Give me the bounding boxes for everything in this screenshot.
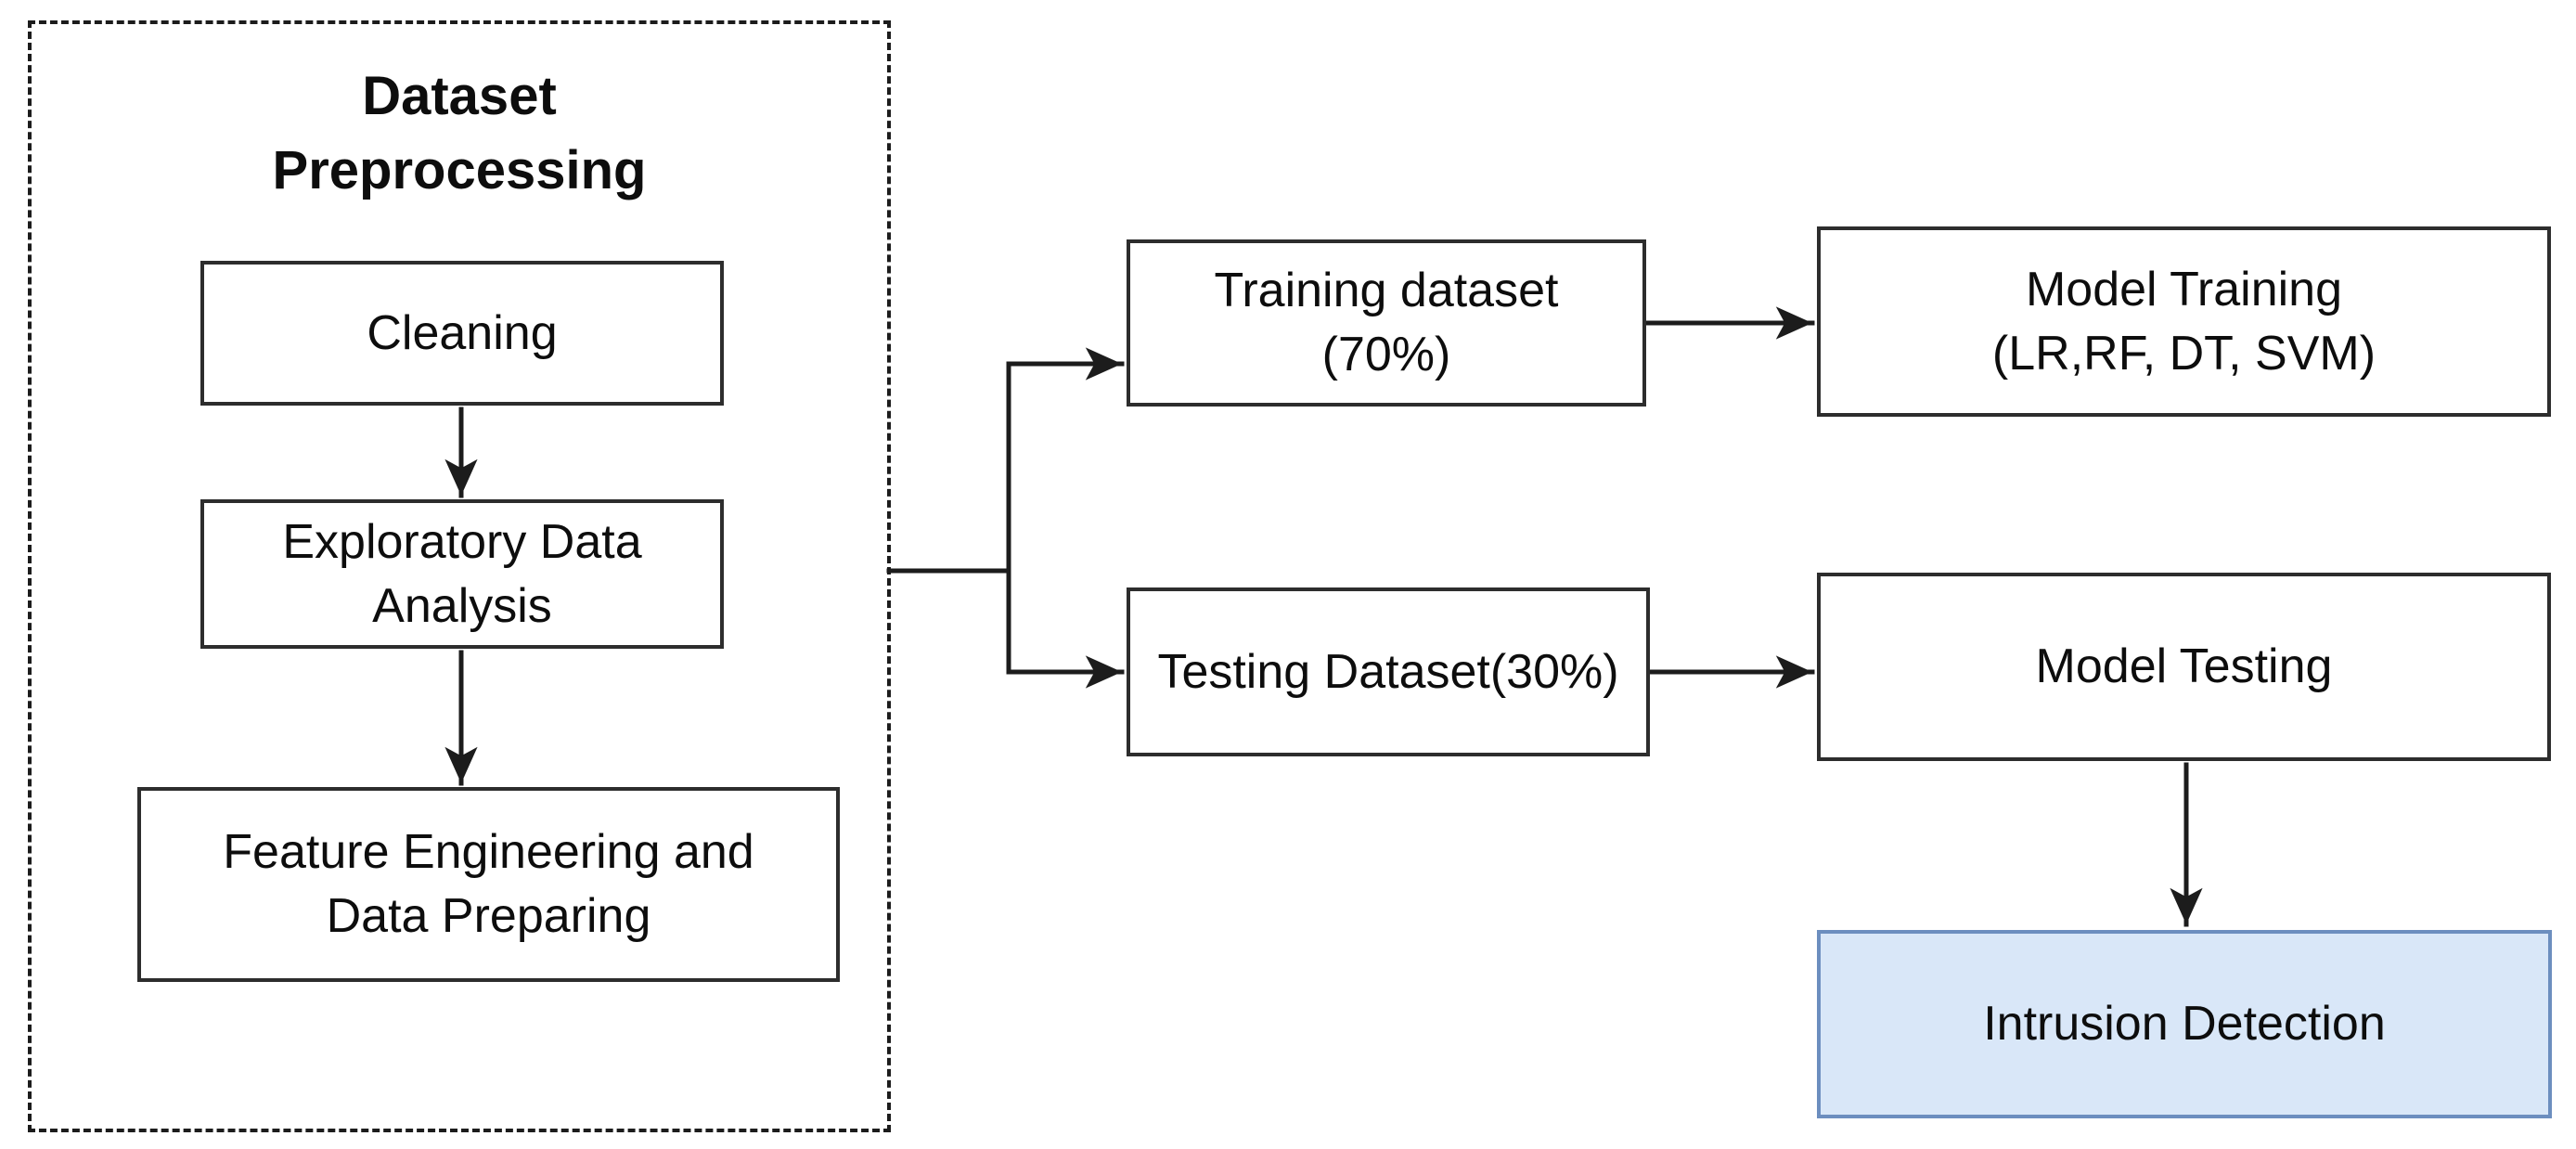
node-feature-engineering: Feature Engineering and Data Preparing [137, 787, 840, 982]
node-intrusion-detection: Intrusion Detection [1817, 930, 2552, 1118]
node-exploratory-data-analysis-label: Exploratory Data Analysis [282, 514, 642, 633]
node-model-training: Model Training (LR,RF, DT, SVM) [1817, 226, 2551, 417]
node-feature-engineering-label: Feature Engineering and Data Preparing [223, 825, 754, 943]
node-testing-dataset-label: Testing Dataset(30%) [1157, 644, 1619, 699]
node-testing-dataset: Testing Dataset(30%) [1127, 587, 1650, 756]
node-exploratory-data-analysis: Exploratory Data Analysis [200, 499, 724, 649]
dataset-preprocessing-group [28, 20, 891, 1132]
node-training-dataset: Training dataset (70%) [1127, 239, 1646, 407]
node-model-training-label: Model Training (LR,RF, DT, SVM) [1991, 262, 2376, 381]
node-model-testing: Model Testing [1817, 573, 2551, 761]
dataset-preprocessing-title: Dataset Preprocessing [272, 66, 647, 201]
node-cleaning: Cleaning [200, 261, 724, 406]
node-cleaning-label: Cleaning [367, 305, 558, 360]
node-model-testing-label: Model Testing [2035, 639, 2333, 694]
node-intrusion-detection-label: Intrusion Detection [1983, 997, 2386, 1052]
node-training-dataset-label: Training dataset (70%) [1214, 264, 1559, 381]
